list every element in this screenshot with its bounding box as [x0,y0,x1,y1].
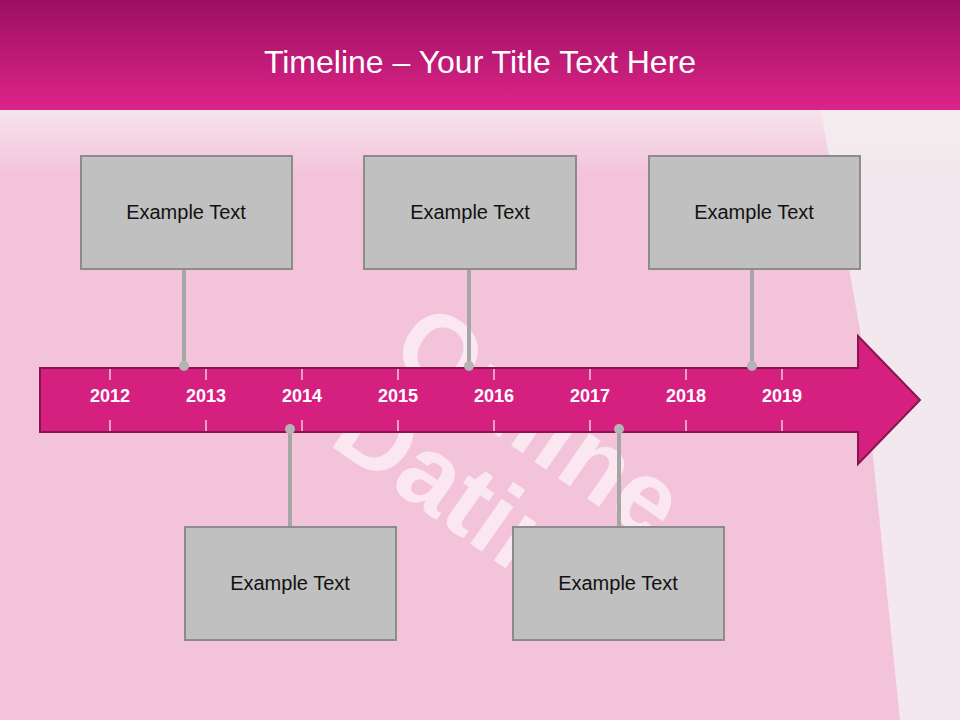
leader-lines [184,270,752,526]
marker-dots [179,361,757,434]
year-label: 2017 [570,386,610,407]
slide-title: Timeline – Your Title Text Here [0,44,960,81]
year-label: 2016 [474,386,514,407]
year-label: 2018 [666,386,706,407]
event-text: Example Text [230,572,350,595]
event-box: Example Text [363,155,577,270]
header-bar [0,0,960,110]
event-text: Example Text [558,572,678,595]
year-ticks [110,369,782,431]
event-text: Example Text [410,201,530,224]
year-label: 2012 [90,386,130,407]
timeline-arrow [40,336,920,464]
year-label: 2014 [282,386,322,407]
year-label: 2015 [378,386,418,407]
event-box: Example Text [512,526,725,641]
year-label: 2013 [186,386,226,407]
year-label: 2019 [762,386,802,407]
event-text: Example Text [126,201,246,224]
event-box: Example Text [80,155,293,270]
event-text: Example Text [694,201,814,224]
event-box: Example Text [648,155,861,270]
event-box: Example Text [184,526,397,641]
